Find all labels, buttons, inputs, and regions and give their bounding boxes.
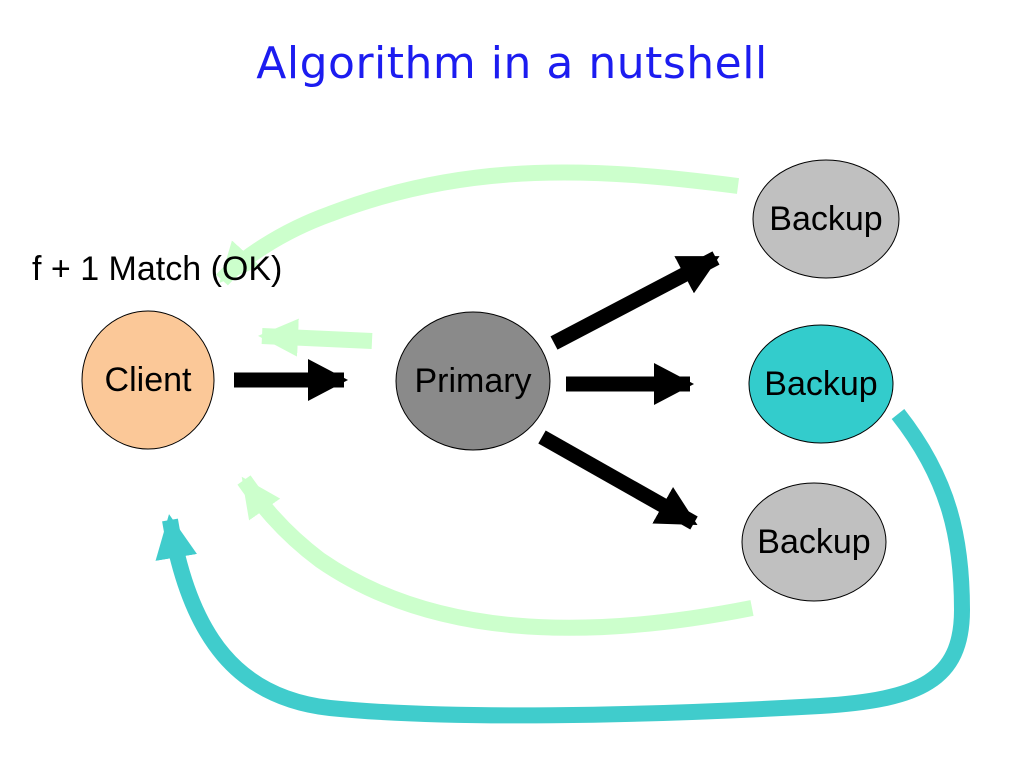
backup-top-node <box>752 159 900 279</box>
client-node <box>81 310 215 450</box>
backup-middle-node-label: Backup <box>764 365 877 403</box>
reply-arrow-bottom-backup-to-client <box>237 475 754 636</box>
backup-middle-node <box>748 324 894 444</box>
request-arrow-primary-to-bottom-backup <box>538 430 698 530</box>
slide-title: Algorithm in a nutshell <box>256 38 768 89</box>
backup-bottom-node <box>741 482 887 602</box>
primary-node <box>395 311 551 451</box>
reply-arrow-primary-to-client <box>258 318 373 357</box>
primary-node-label: Primary <box>414 362 531 400</box>
match-annotation: f + 1 Match (OK) <box>32 250 283 288</box>
matching-reply-arrow-backup-to-client <box>155 409 971 724</box>
request-arrow-primary-to-top-backup <box>550 251 720 350</box>
client-node-label: Client <box>105 361 192 399</box>
backup-bottom-node-label: Backup <box>757 523 870 561</box>
backup-top-node-label: Backup <box>769 200 882 238</box>
reply-arrow-top-backup-to-client <box>216 164 740 286</box>
